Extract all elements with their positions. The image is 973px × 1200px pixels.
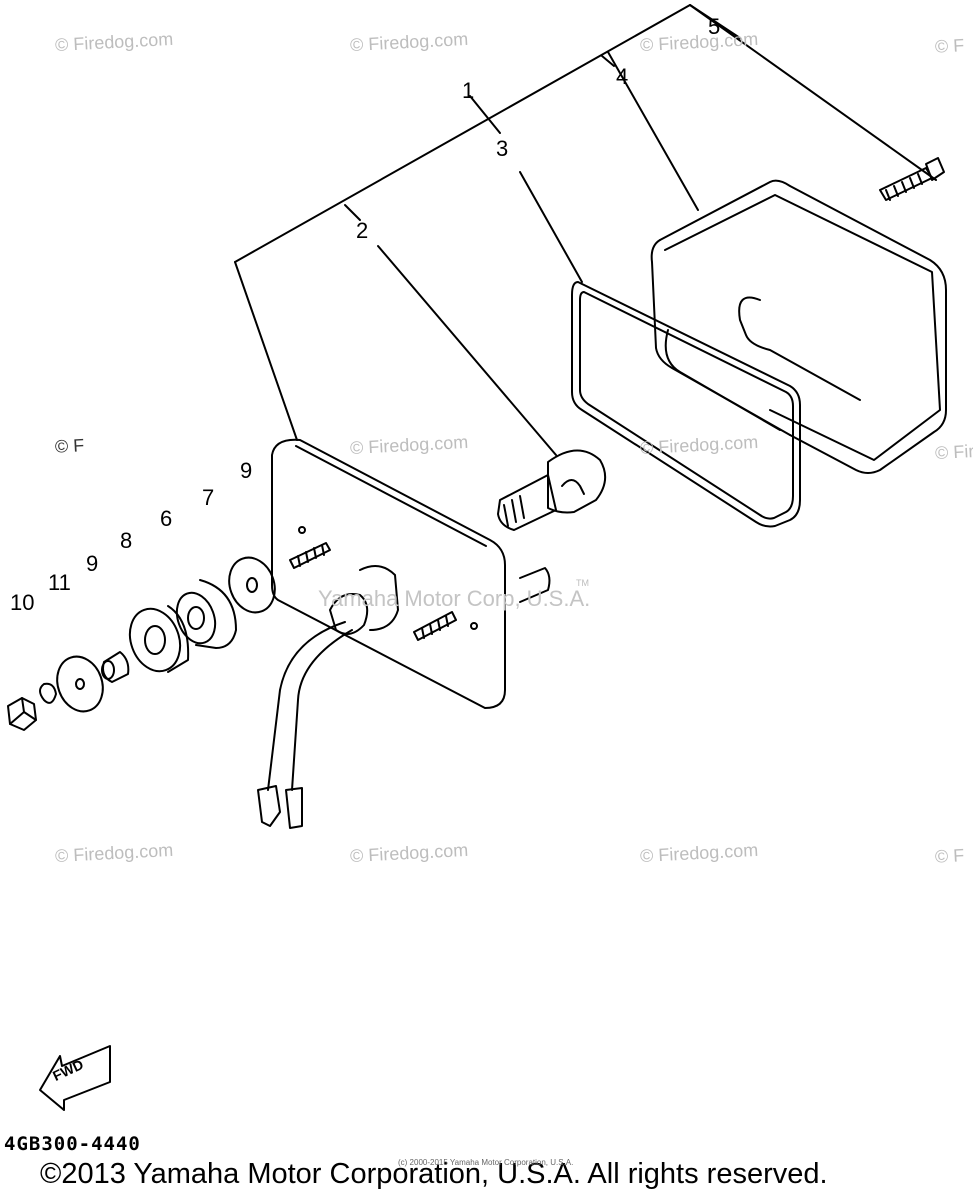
trademark-mark: TM (576, 578, 589, 588)
callout-2: 2 (356, 218, 369, 243)
part-spacer-8 (101, 651, 130, 683)
callout-11: 11 (48, 570, 71, 595)
callout-5: 5 (708, 14, 721, 39)
callout-8: 8 (120, 528, 133, 553)
watermark: © F (934, 35, 965, 57)
watermark: © F (934, 845, 965, 867)
callout-4: 4 (616, 64, 629, 89)
part-screw (879, 157, 945, 201)
part-nut-10 (7, 697, 37, 731)
part-grommet-7 (175, 579, 237, 649)
callout-6: 6 (160, 506, 173, 531)
watermark: © F (54, 435, 85, 457)
part-collar-6 (128, 605, 190, 673)
callout-10: 10 (10, 590, 35, 615)
tiny-copyright: (c) 2000-2015 Yamaha Motor Corporation, … (398, 1158, 574, 1167)
callout-9-left: 9 (86, 551, 99, 576)
callout-3: 3 (496, 136, 509, 161)
part-washer-9-left (56, 655, 104, 713)
callout-7: 7 (202, 485, 215, 510)
leader-lines (234, 4, 937, 456)
diagram-code: 4GB300-4440 (4, 1133, 141, 1155)
part-lens-cover (650, 179, 947, 474)
part-gasket (571, 281, 801, 528)
part-washer-9-right (228, 556, 276, 614)
copyright-notice: ©2013 Yamaha Motor Corporation, U.S.A. A… (40, 1158, 828, 1190)
part-base-plate (257, 438, 551, 829)
callout-1: 1 (462, 78, 475, 103)
callout-9-right: 9 (240, 458, 253, 483)
part-lock-washer-11 (39, 682, 57, 704)
part-bulb (497, 449, 607, 531)
center-watermark: Yamaha Motor Corp, U.S.A. (318, 586, 591, 611)
fwd-arrow-icon (39, 1045, 111, 1111)
